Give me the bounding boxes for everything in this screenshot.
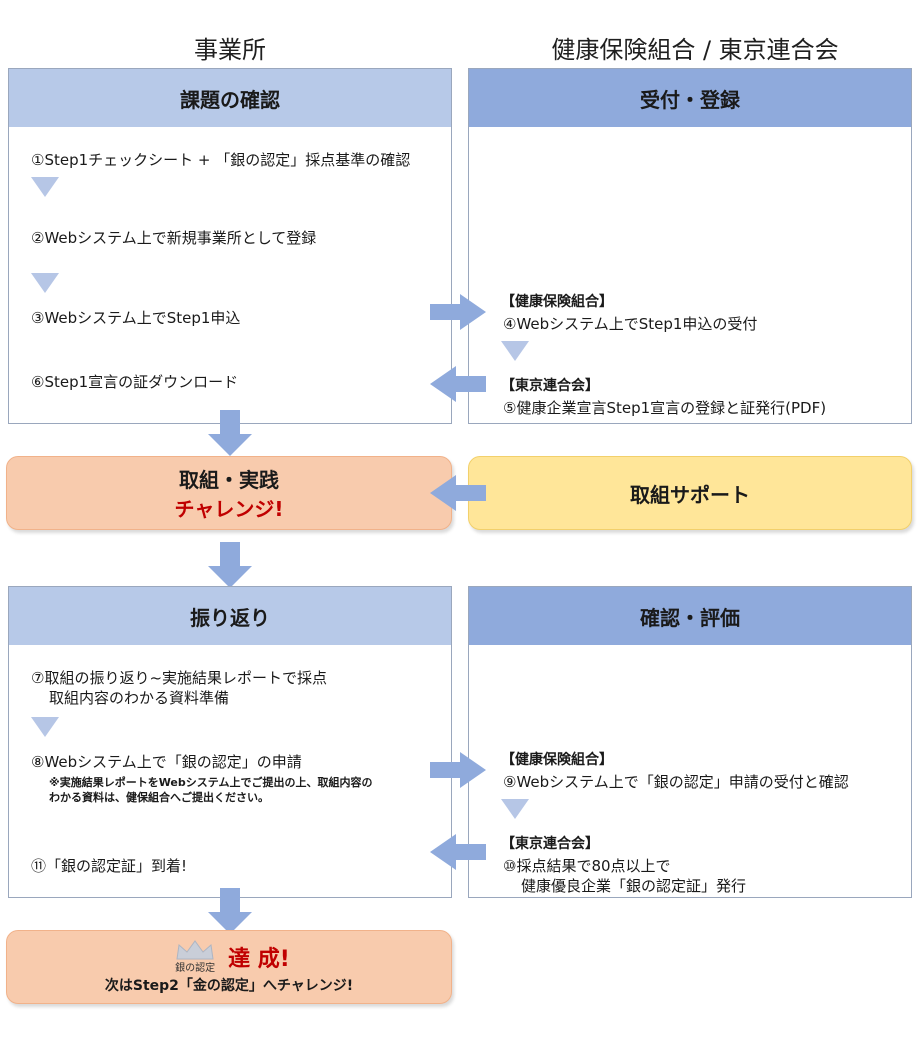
left-arrow-icon: [430, 475, 486, 511]
step-4: ④Webシステム上でStep1申込の受付: [503, 315, 758, 333]
step-10-line1: ⑩採点結果で80点以上で: [503, 857, 671, 875]
right-column-title: 健康保険組合 / 東京連合会: [551, 36, 839, 64]
achievement-row: 銀の認定 達 成!: [168, 939, 290, 974]
support-box: 取組サポート: [468, 456, 912, 530]
step-10-line2: 健康優良企業「銀の認定証」発行: [521, 877, 747, 895]
achieved-label: 達 成!: [228, 947, 290, 972]
review-box: 振り返り ⑦取組の振り返り~実施結果レポートで採点 取組内容のわかる資料準備 ⑧…: [8, 586, 452, 898]
support-label: 取組サポート: [630, 482, 750, 507]
org-label-tokyo-federation: 【東京連合会】: [501, 836, 599, 852]
issue-check-box: 課題の確認 ①Step1チェックシート + 「銀の認定」採点基準の確認 ②Web…: [8, 68, 452, 424]
down-triangle-icon: [31, 717, 59, 737]
next-step-label: 次はStep2「金の認定」へチャレンジ!: [104, 978, 354, 994]
left-column-title: 事業所: [194, 36, 266, 64]
step-8: ⑧Webシステム上で「銀の認定」の申請: [31, 753, 302, 771]
step-3: ③Webシステム上でStep1申込: [31, 309, 241, 327]
left-arrow-icon: [430, 834, 486, 870]
registration-header: 受付・登録: [469, 69, 911, 127]
practice-challenge-box: 取組・実践 チャレンジ!: [6, 456, 452, 530]
issue-check-header: 課題の確認: [9, 69, 451, 127]
crown-badge: 銀の認定: [168, 939, 222, 974]
down-triangle-icon: [501, 341, 529, 361]
step-1: ①Step1チェックシート + 「銀の認定」採点基準の確認: [31, 151, 411, 169]
right-arrow-icon: [430, 752, 486, 788]
right-arrow-icon: [430, 294, 486, 330]
down-arrow-icon: [208, 888, 252, 934]
crown-icon: [176, 940, 214, 960]
left-arrow-icon: [430, 366, 486, 402]
org-label-health-insurance: 【健康保険組合】: [501, 752, 613, 768]
down-arrow-icon: [208, 410, 252, 456]
org-label-tokyo-federation: 【東京連合会】: [501, 378, 599, 394]
down-triangle-icon: [31, 273, 59, 293]
step-9: ⑨Webシステム上で「銀の認定」申請の受付と確認: [503, 773, 849, 791]
down-arrow-icon: [208, 542, 252, 588]
review-header: 振り返り: [9, 587, 451, 645]
step-5: ⑤健康企業宣言Step1宣言の登録と証発行(PDF): [503, 399, 827, 417]
badge-label: 銀の認定: [175, 963, 216, 974]
step-6: ⑥Step1宣言の証ダウンロード: [31, 373, 239, 391]
note-line1: ※実施結果レポートをWebシステム上でご提出の上、取組内容の: [49, 776, 373, 789]
achievement-box: 銀の認定 達 成! 次はStep2「金の認定」へチャレンジ!: [6, 930, 452, 1004]
step-2: ②Webシステム上で新規事業所として登録: [31, 229, 317, 247]
down-triangle-icon: [31, 177, 59, 197]
practice-label: 取組・実践: [179, 468, 279, 492]
evaluation-box: 確認・評価 【健康保険組合】 ⑨Webシステム上で「銀の認定」申請の受付と確認 …: [468, 586, 912, 898]
note-line2: わかる資料は、健保組合へご提出ください。: [49, 791, 269, 804]
step-11: ⑪「銀の認定証」到着!: [31, 857, 188, 875]
step-7-line1: ⑦取組の振り返り~実施結果レポートで採点: [31, 669, 328, 687]
registration-box: 受付・登録 【健康保険組合】 ④Webシステム上でStep1申込の受付 【東京連…: [468, 68, 912, 424]
challenge-label: チャレンジ!: [174, 497, 284, 521]
step-7-line2: 取組内容のわかる資料準備: [49, 689, 230, 707]
org-label-health-insurance: 【健康保険組合】: [501, 294, 613, 310]
evaluation-header: 確認・評価: [469, 587, 911, 645]
down-triangle-icon: [501, 799, 529, 819]
